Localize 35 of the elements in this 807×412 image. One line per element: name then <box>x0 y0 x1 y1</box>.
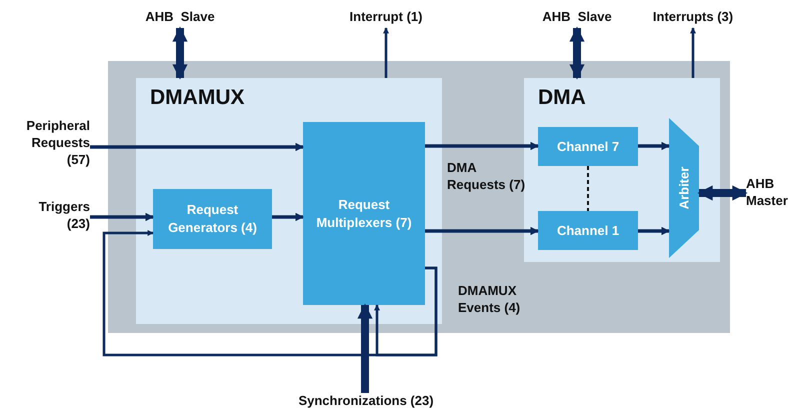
signal-label: Peripheral Requests (57) <box>14 118 90 174</box>
signal-label: AHB Slave <box>527 9 627 28</box>
arrow <box>374 266 438 356</box>
arrow <box>638 226 670 236</box>
arrow <box>638 142 670 150</box>
arrow <box>697 185 748 201</box>
arrow <box>690 27 696 78</box>
panel-title: DMAMUX <box>150 86 244 110</box>
module-panel <box>136 78 442 324</box>
function-block: Channel 1 <box>538 211 638 250</box>
panel-title: DMA <box>538 86 586 110</box>
function-block: Request Generators (4) <box>153 189 272 249</box>
arrow <box>90 212 154 222</box>
arbiter-block <box>669 118 699 258</box>
system-enclosure <box>108 61 730 333</box>
signal-label: Synchronizations (23) <box>278 393 454 412</box>
arrow <box>272 212 304 222</box>
signal-label: Interrupts (3) <box>636 9 750 28</box>
arrow <box>172 26 188 80</box>
function-block: Request Multiplexers (7) <box>303 122 425 305</box>
signal-label: DMAMUX Events (4) <box>458 283 522 317</box>
arbiter-label: Arbiter <box>676 166 692 210</box>
signal-label: AHB Slave <box>130 9 230 28</box>
arrow <box>569 26 585 80</box>
signal-label: DMA Requests (7) <box>447 160 526 194</box>
signal-label: Triggers (23) <box>18 199 90 237</box>
arrow <box>90 142 304 152</box>
signal-label: Interrupt (1) <box>334 9 438 28</box>
arrow <box>425 142 539 150</box>
function-block: Channel 7 <box>538 127 638 166</box>
module-panel <box>524 78 720 262</box>
arrow <box>357 303 373 393</box>
signal-label: AHB Master <box>746 176 804 212</box>
arrow <box>383 27 389 78</box>
arrow <box>425 226 539 236</box>
